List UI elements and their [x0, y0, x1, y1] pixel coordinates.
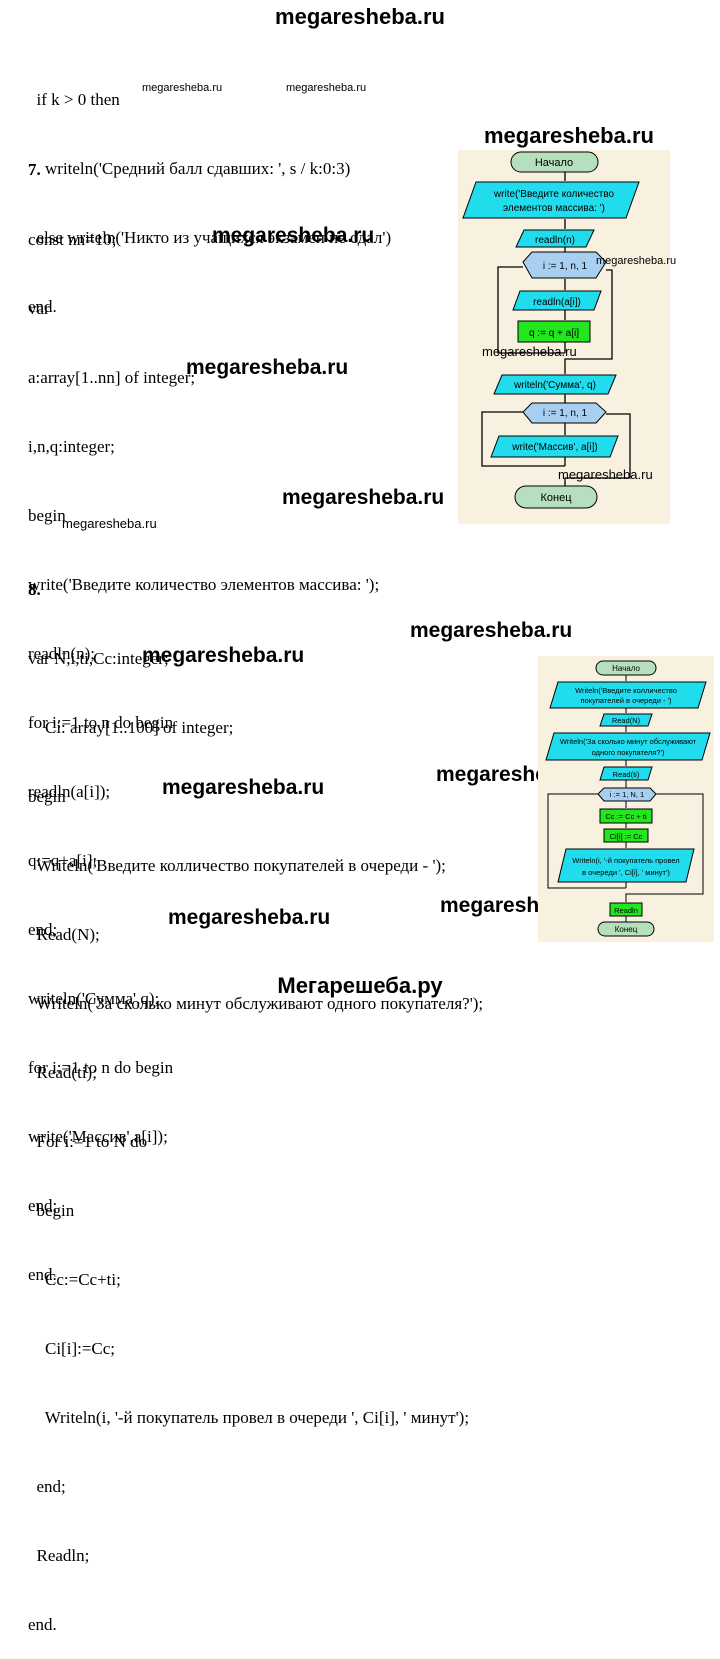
flow-label: Readln	[614, 906, 638, 915]
flow-label: Read(ti)	[613, 770, 640, 779]
code-line: Ci[i]:=Cc;	[28, 1339, 116, 1358]
flow-label: Конец	[615, 925, 638, 934]
code-line: end;	[28, 920, 58, 939]
io-block	[549, 681, 707, 709]
loop-block	[597, 787, 657, 802]
flow-label: Writeln('За сколько минут обслуживают	[560, 737, 697, 746]
terminator-end	[514, 485, 598, 509]
watermark-bottom: Мегарешеба.ру	[277, 973, 443, 998]
flow-label: readln(n)	[535, 235, 575, 246]
watermark-small: megaresheba.ru	[142, 82, 223, 94]
flow-label: Начало	[535, 157, 573, 169]
code-line: For i:=1 to N do	[28, 1132, 148, 1151]
flow-label: writeln('Сумма', q)	[513, 380, 596, 391]
flow-label: i := 1, n, 1	[543, 408, 588, 419]
task-7-number: 7.	[28, 160, 41, 179]
code-line: writeln('Сумма',q);	[28, 989, 160, 1008]
io-block	[462, 181, 640, 219]
terminator-start	[510, 151, 599, 173]
watermark-small: megaresheba.ru	[286, 82, 367, 94]
process-block	[603, 828, 649, 843]
flow-label: q := q + a[i]	[529, 328, 579, 339]
flow-label: элементов массива: ')	[503, 203, 605, 214]
watermark-small: megaresheba.ru	[482, 344, 577, 359]
watermark-small: megaresheba.ru	[558, 467, 653, 482]
flow-label: write('Введите количество	[493, 189, 615, 200]
flow-label: одного покупателя?')	[592, 748, 665, 757]
code-line: Cc:=Cc+ti;	[28, 1270, 121, 1289]
flow-label: Cc := Cc + ti	[605, 812, 647, 821]
flow-label: Начало	[612, 664, 640, 673]
flowchart-task-8: Начало Writeln('Введите колличество поку…	[538, 656, 714, 942]
task-8-number: 8.	[28, 580, 41, 599]
watermark-small: megaresheba.ru	[62, 516, 157, 531]
flow-label: readln(a[i])	[533, 297, 581, 308]
watermark-small: megaresheba.ru	[596, 255, 677, 267]
code-line: var N,i,ti,Cc:integer;	[28, 649, 169, 668]
io-block	[493, 374, 617, 395]
io-block	[545, 732, 711, 761]
watermark: megaresheba.ru	[212, 224, 375, 247]
code-line: writeln('Средний балл сдавших: ', s / k:…	[28, 159, 351, 178]
flow-label: i := 1, n, 1	[543, 261, 588, 272]
code-line: end.	[28, 297, 57, 316]
code-line: for i:=1 to n do begin	[28, 713, 174, 732]
flow-label: Writeln(i, '-й покупатель провел	[572, 856, 679, 865]
loop-block	[522, 251, 607, 279]
io-block	[557, 848, 695, 883]
loop-block	[522, 402, 607, 424]
code-line: if k > 0 then	[28, 90, 120, 109]
watermark: megaresheba.ru	[282, 486, 445, 509]
terminator-end	[597, 921, 655, 937]
flow-label: Конец	[540, 492, 572, 504]
code-line: var	[28, 299, 50, 318]
code-line: a:array[1..nn] of integer;	[28, 368, 196, 387]
flow-label: в очереди ', Ci[i], ' минут')	[582, 868, 670, 877]
watermark: megaresheba.ru	[168, 906, 331, 929]
code-line: end;	[28, 1477, 66, 1496]
watermark: megaresheba.ru	[484, 123, 654, 148]
code-line: begin	[28, 787, 66, 806]
io-block	[490, 435, 619, 458]
code-line: Ci: array[1..100] of integer;	[28, 718, 234, 737]
watermark: megaresheba.ru	[142, 644, 305, 667]
code-line: Read(N);	[28, 925, 100, 944]
io-block	[599, 713, 653, 727]
code-top: if k > 0 then writeln('Средний балл сдав…	[28, 42, 391, 341]
code-line: write('Введите количество элементов масс…	[28, 575, 380, 594]
flow-label: write('Массив', a[i])	[511, 442, 597, 453]
task-8-code: var N,i,ti,Cc:integer; Ci: array[1..100]…	[28, 601, 483, 1659]
code-line: readln(a[i]);	[28, 782, 111, 801]
flow-label: Ci[i] := Cc	[610, 832, 643, 841]
io-block	[599, 766, 653, 781]
code-line: q:=q+a[i];	[28, 851, 98, 870]
code-line: Writeln('Введите колличество покупателей…	[28, 856, 446, 875]
code-line: begin	[28, 506, 66, 525]
terminator-start	[595, 660, 657, 676]
code-line: begin	[28, 1201, 75, 1220]
code-line: Readln;	[28, 1546, 90, 1565]
process-block	[609, 902, 643, 917]
flow-label: Read(N)	[612, 716, 641, 725]
flow-label: Writeln('Введите колличество	[575, 686, 677, 695]
process-block	[599, 808, 653, 824]
process-block	[517, 320, 591, 343]
watermark: megaresheba.ru	[410, 619, 573, 642]
flow-label: покупателей в очереди - ')	[581, 696, 673, 705]
code-line: i,n,q:integer;	[28, 437, 115, 456]
watermark: megaresheba.ru	[162, 776, 325, 799]
watermark-top: megaresheba.ru	[275, 4, 445, 29]
code-line: else writeln('Никто из учащихся экзамен …	[28, 228, 392, 247]
io-block	[515, 229, 595, 248]
code-line: Read(ti);	[28, 1063, 97, 1082]
flow-label: i := 1, N, 1	[610, 790, 644, 799]
code-line: Writeln(i, '-й покупатель провел в очере…	[28, 1408, 470, 1427]
code-line: end.	[28, 1615, 57, 1634]
flowchart-task-7: Начало write('Введите количество элемент…	[458, 150, 670, 524]
code-line: const nn=10;	[28, 230, 117, 249]
watermark: megaresheba.ru	[186, 356, 349, 379]
io-block	[512, 290, 602, 311]
code-line: readln(n);	[28, 644, 96, 663]
